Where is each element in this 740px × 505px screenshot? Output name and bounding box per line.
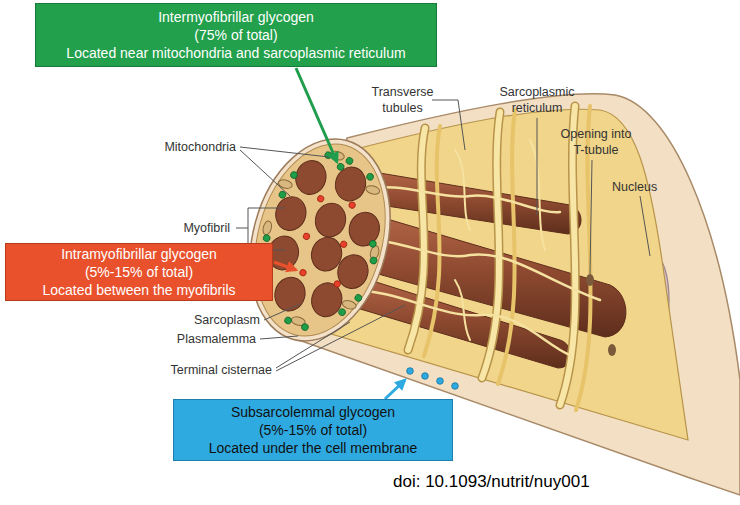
myofibril-ends: [252, 151, 394, 329]
callout-box: Subsarcolemmal glycogen(5%-15% of total)…: [173, 399, 453, 461]
glycogen-dot: [333, 280, 341, 288]
glycogen-dot: [366, 173, 374, 181]
mitochondrion: [365, 184, 381, 195]
myofibril-end: [312, 200, 350, 241]
callout-text: Located under the cell membrane: [209, 439, 418, 457]
subsarcolemmal-dots: [407, 368, 459, 390]
intramyofibrillar-dots: [293, 192, 362, 288]
glycogen-dot: [422, 373, 429, 380]
reticulum-strand: [455, 140, 545, 340]
reticulum-strand: [362, 240, 600, 300]
myofibril-end: [308, 279, 346, 320]
leader-line: [432, 100, 465, 150]
leader-line: [260, 336, 298, 339]
part-label: Plasmalemma: [140, 331, 256, 347]
glycogen-dot: [369, 257, 377, 265]
callout-text: Intermyofibrillar glycogen: [158, 8, 314, 26]
leader-line: [640, 196, 650, 256]
t-tubule: [408, 128, 425, 350]
glycogen-dot: [284, 316, 292, 324]
myofibril-end: [345, 209, 383, 250]
glycogen-dot: [437, 378, 444, 385]
leader-lines: [236, 100, 650, 371]
mitochondrion: [277, 178, 293, 189]
tubule-opening: [586, 274, 594, 286]
cisterna: [498, 110, 515, 384]
myofibril-end: [332, 164, 370, 205]
glycogen-dot: [369, 240, 377, 248]
part-label: Myofibril: [126, 220, 230, 236]
callout-text: (5%-15% of total): [259, 421, 367, 439]
callout-arrow: [296, 68, 337, 162]
glycogen-dot: [303, 232, 311, 240]
callout-box: Intermyofibrillar glycogen(75% of total)…: [35, 3, 437, 67]
callout-text: Subsarcolemmal glycogen: [231, 403, 395, 421]
callout-text: Intramyofibrillar glycogen: [61, 245, 217, 263]
part-label: Mitochondria: [126, 139, 236, 155]
part-label: Sarcoplasmic reticulum: [492, 84, 582, 116]
callout-text: (75% of total): [194, 26, 277, 44]
callout-arrow: [385, 380, 405, 399]
t-tubule: [482, 112, 500, 378]
glycogen-dot: [324, 151, 332, 159]
glycogen-dot: [345, 157, 353, 165]
t-tubule: [408, 128, 425, 350]
leader-line: [276, 305, 405, 371]
callout-box: Intramyofibrillar glycogen(5%-15% of tot…: [5, 243, 273, 301]
glycogen-dot: [299, 269, 307, 277]
glycogen-dot: [348, 201, 356, 209]
glycogen-dot: [407, 368, 414, 375]
citation: doi: 10.1093/nutrit/nuy001: [393, 472, 738, 492]
t-tubule: [560, 106, 575, 405]
callout-text: (5%-15% of total): [85, 263, 193, 281]
myofibril-end: [272, 193, 310, 234]
glycogen-dot: [290, 171, 298, 179]
t-tubule: [482, 112, 500, 378]
leader-line: [537, 118, 538, 215]
callout-text: Located between the myofibrils: [43, 281, 236, 299]
myofibril-end: [334, 251, 372, 292]
mitochondrion: [262, 220, 273, 236]
part-label: Nucleus: [612, 179, 682, 195]
part-label: Sarcoplasm: [150, 312, 260, 328]
glycogen-dot: [338, 308, 346, 316]
callout-text: Located near mitochondria and sarcoplasm…: [66, 44, 405, 62]
glycogen-dot: [263, 234, 271, 242]
cisterna: [424, 126, 440, 356]
mitochondrion: [341, 299, 357, 310]
leader-line: [240, 147, 338, 196]
glycogen-dot: [340, 240, 348, 248]
mitochondria-group: [241, 138, 401, 340]
t-tubule: [560, 106, 575, 405]
part-label: Opening into T-tubule: [556, 126, 636, 158]
glycogen-dot: [354, 294, 362, 302]
myofibril-end: [292, 157, 330, 198]
reticulum-strand: [350, 290, 570, 355]
glycogen-dot: [337, 163, 345, 171]
part-label: Terminal cisternae: [130, 362, 272, 378]
reticulum-network: [350, 106, 600, 410]
callout-arrow: [274, 262, 296, 270]
glycogen-dot: [452, 383, 459, 390]
part-label: Transverse tubules: [365, 84, 440, 116]
glycogen-dot: [317, 195, 325, 203]
tubule-opening: [608, 344, 616, 356]
leader-line: [264, 304, 300, 320]
glycogen-dot: [301, 323, 309, 331]
leader-line: [590, 160, 592, 274]
